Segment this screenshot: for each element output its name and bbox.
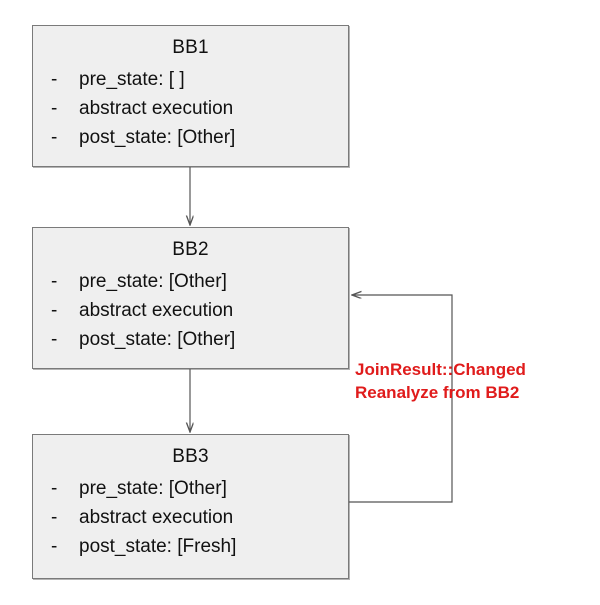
bb2-properties: - pre_state: [Other] - abstract executio… bbox=[33, 267, 348, 354]
bb3-post-state-row: - post_state: [Fresh] bbox=[33, 532, 348, 561]
bb3-title: BB3 bbox=[172, 446, 209, 467]
bb3-properties: - pre_state: [Other] - abstract executio… bbox=[33, 474, 348, 561]
bb1-post-state: post_state: [Other] bbox=[79, 127, 236, 148]
bb2-pre-state: pre_state: [Other] bbox=[79, 271, 227, 292]
bb2-pre-state-row: - pre_state: [Other] bbox=[33, 267, 348, 296]
bb2-post-state-row: - post_state: [Other] bbox=[33, 325, 348, 354]
bb1-pre-state: pre_state: [ ] bbox=[79, 69, 185, 90]
bb2-post-state: post_state: [Other] bbox=[79, 329, 236, 350]
bb3-post-state: post_state: [Fresh] bbox=[79, 536, 237, 557]
bb2-abstract-execution: abstract execution bbox=[79, 300, 234, 321]
bullet-dash-icon: - bbox=[51, 69, 58, 90]
basic-block-bb1[interactable]: BB1 - pre_state: [ ] - abstract executio… bbox=[32, 25, 349, 167]
feedback-edge-label: JoinResult::Changed Reanalyze from BB2 bbox=[355, 358, 595, 404]
bb3-abstract-execution-row: - abstract execution bbox=[33, 503, 348, 532]
bb2-abstract-execution-row: - abstract execution bbox=[33, 296, 348, 325]
bullet-dash-icon: - bbox=[51, 271, 58, 292]
bullet-dash-icon: - bbox=[51, 127, 58, 148]
bb2-title: BB2 bbox=[172, 239, 209, 260]
bullet-dash-icon: - bbox=[51, 98, 58, 119]
bb1-abstract-execution-row: - abstract execution bbox=[33, 94, 348, 123]
bb1-title: BB1 bbox=[172, 37, 209, 58]
feedback-label-line-1: JoinResult::Changed bbox=[355, 360, 526, 379]
bb3-abstract-execution: abstract execution bbox=[79, 507, 234, 528]
bb1-properties: - pre_state: [ ] - abstract execution - … bbox=[33, 65, 348, 152]
bb1-pre-state-row: - pre_state: [ ] bbox=[33, 65, 348, 94]
bullet-dash-icon: - bbox=[51, 478, 58, 499]
bb3-pre-state: pre_state: [Other] bbox=[79, 478, 227, 499]
bb3-pre-state-row: - pre_state: [Other] bbox=[33, 474, 348, 503]
feedback-label-line-2: Reanalyze from BB2 bbox=[355, 383, 520, 402]
bb1-post-state-row: - post_state: [Other] bbox=[33, 123, 348, 152]
bullet-dash-icon: - bbox=[51, 507, 58, 528]
bb1-abstract-execution: abstract execution bbox=[79, 98, 234, 119]
basic-block-bb3[interactable]: BB3 - pre_state: [Other] - abstract exec… bbox=[32, 434, 349, 579]
bullet-dash-icon: - bbox=[51, 329, 58, 350]
bullet-dash-icon: - bbox=[51, 536, 58, 557]
bullet-dash-icon: - bbox=[51, 300, 58, 321]
basic-block-bb2[interactable]: BB2 - pre_state: [Other] - abstract exec… bbox=[32, 227, 349, 369]
